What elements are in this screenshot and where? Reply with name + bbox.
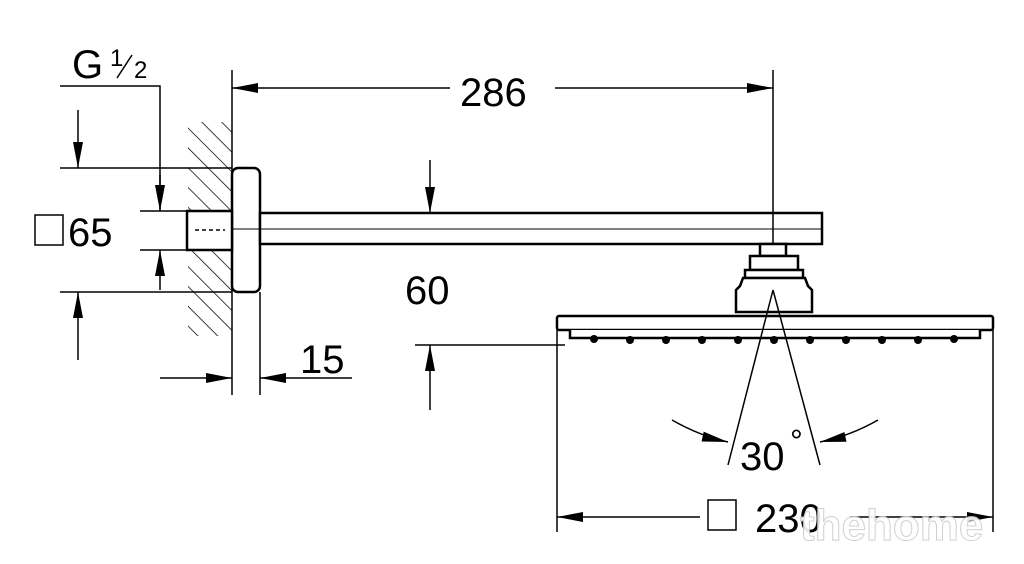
shower-head: [555, 242, 995, 340]
thread-fraction-den: 2: [134, 57, 147, 84]
dim-arm-length: 286: [460, 71, 527, 115]
thread-fraction-num: 1: [110, 45, 123, 72]
dimension-head-lines: [556, 330, 994, 532]
degree-symbol: °: [790, 423, 803, 459]
fraction-slash: [116, 54, 133, 79]
thread-leader-lines: [60, 85, 187, 290]
dim-head: 230: [755, 497, 822, 541]
square-symbol-icon: [707, 499, 737, 531]
watermark: thehome: [800, 501, 983, 550]
tilt-angle-lines: [671, 289, 879, 466]
dim-flange: 65: [68, 211, 113, 255]
square-symbol-icon: [34, 214, 64, 246]
dim-flange-depth: 15: [300, 338, 345, 382]
dimension-flange-lines: [60, 110, 232, 360]
dimension-flange-depth-lines: [160, 292, 352, 395]
dim-tilt: 30: [740, 435, 785, 479]
wall-flange: [230, 166, 262, 294]
nozzles: [590, 335, 958, 344]
thread-label: G: [72, 43, 103, 87]
dimension-drop-lines: [415, 160, 565, 410]
dim-drop: 60: [405, 269, 450, 313]
